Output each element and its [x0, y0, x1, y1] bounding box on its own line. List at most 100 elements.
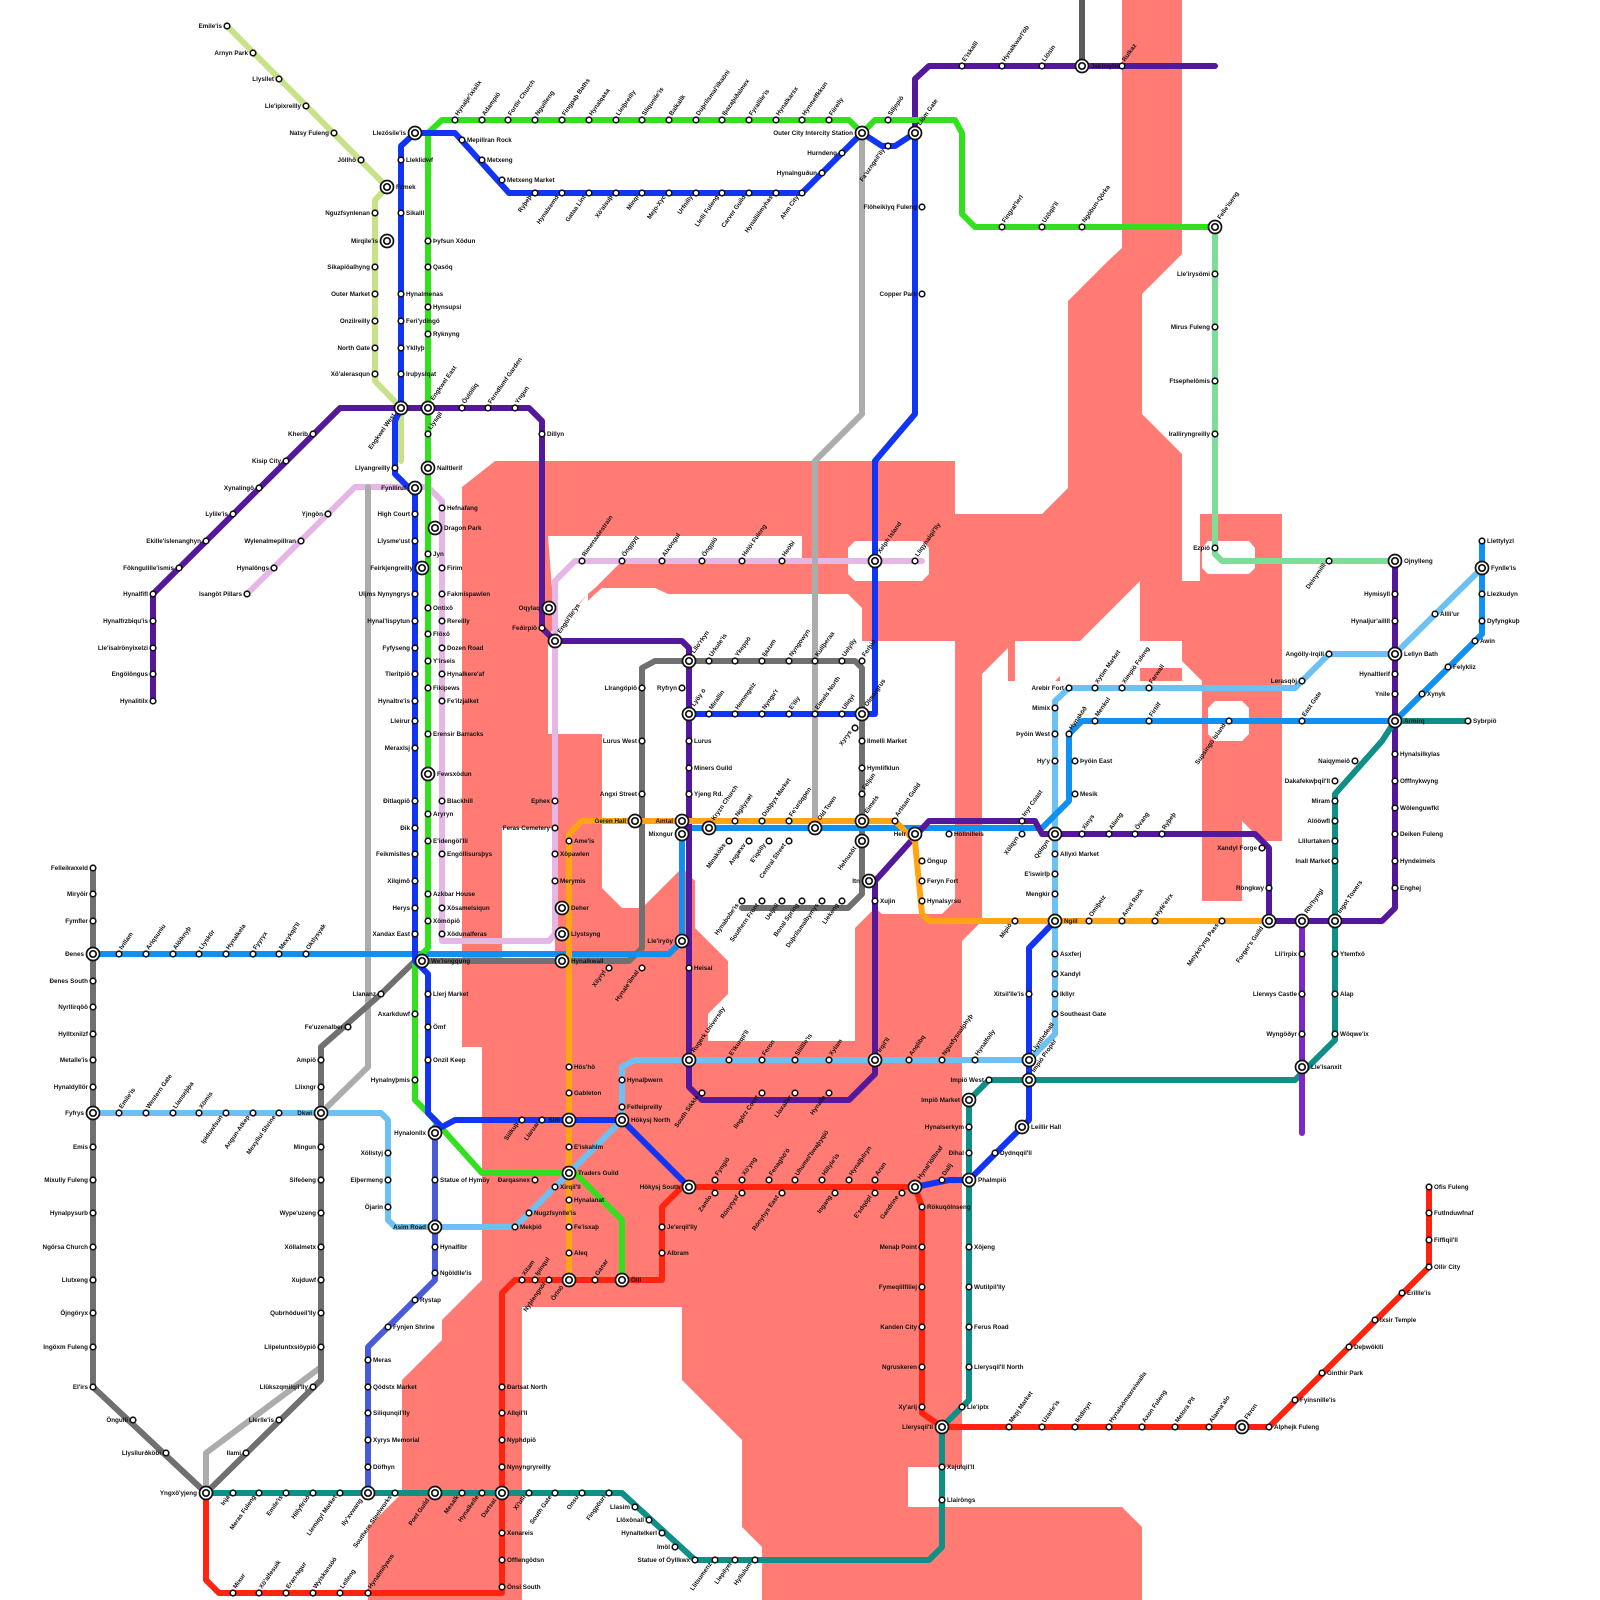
- station[interactable]: Wutilpil'lly: [965, 1283, 1006, 1291]
- station[interactable]: Erillle'is: [1398, 1289, 1431, 1297]
- station[interactable]: Allyxi Market: [1051, 850, 1100, 858]
- station[interactable]: Helr: [894, 826, 923, 842]
- station[interactable]: Hös'hö: [565, 1063, 595, 1071]
- station[interactable]: Fe'ilzjalket: [438, 697, 479, 705]
- station[interactable]: Kherib: [288, 430, 317, 438]
- station[interactable]: Hynalserkym: [925, 1123, 973, 1131]
- station[interactable]: Mengkir: [1026, 890, 1059, 898]
- station[interactable]: Ryfryn: [657, 684, 686, 692]
- station[interactable]: Iralliryngreilly: [1169, 430, 1219, 438]
- station[interactable]: High Court: [377, 510, 419, 518]
- station[interactable]: Hynsupsi: [424, 303, 462, 311]
- station[interactable]: Naiqymeiö: [1318, 757, 1359, 765]
- station[interactable]: Xilqimö: [387, 877, 419, 885]
- station[interactable]: Lylile'is: [205, 510, 237, 518]
- station[interactable]: Ykllyþ: [397, 344, 425, 352]
- station[interactable]: Outer Market: [331, 290, 379, 298]
- station[interactable]: Xandax East: [373, 930, 419, 938]
- station[interactable]: Iruþyslqat: [397, 370, 437, 378]
- station[interactable]: Llipeluntxsiöypiö: [264, 1343, 325, 1351]
- station[interactable]: Öjarin: [365, 1202, 392, 1211]
- station[interactable]: Hynaldyllör: [54, 1083, 97, 1091]
- station[interactable]: Hymisyll: [1364, 590, 1399, 598]
- station[interactable]: Xujduwf: [292, 1276, 325, 1284]
- station[interactable]: Lleirur: [390, 717, 419, 725]
- station[interactable]: Fyfyseng: [382, 644, 419, 652]
- station[interactable]: Dkwi: [297, 1105, 329, 1121]
- station[interactable]: Llyangreilly: [355, 464, 399, 472]
- station[interactable]: Hynalsyrsu: [918, 897, 961, 905]
- station[interactable]: Ytemfxö: [1331, 950, 1365, 958]
- station[interactable]: Xöjeng: [965, 1243, 995, 1251]
- station[interactable]: Nalltlerif: [420, 460, 464, 476]
- station[interactable]: Fökngulille'ismis: [123, 564, 183, 572]
- station[interactable]: Önsi South: [498, 1582, 541, 1591]
- station[interactable]: Siliqunqil'lly: [364, 1409, 410, 1417]
- station[interactable]: Lle'ipixreilly: [265, 102, 310, 110]
- station[interactable]: Mekþiö: [511, 1223, 542, 1231]
- station[interactable]: Ame'is: [565, 837, 595, 845]
- station[interactable]: Itn: [852, 873, 877, 889]
- station[interactable]: Offfnykwyng: [1391, 777, 1438, 785]
- station[interactable]: Ðartsat North: [498, 1383, 547, 1391]
- station[interactable]: Xy'arij: [898, 1403, 926, 1411]
- station[interactable]: Xynalingö: [224, 484, 263, 492]
- station[interactable]: Ikllyr: [1051, 990, 1075, 998]
- station[interactable]: Yjngön: [302, 510, 332, 518]
- station[interactable]: Natsy Fuleng: [289, 129, 338, 137]
- station[interactable]: Enghej: [1391, 884, 1421, 892]
- station[interactable]: Alööwfl: [1307, 817, 1339, 825]
- station[interactable]: Fymeqlilfiliej: [879, 1283, 926, 1291]
- station[interactable]: Deher: [554, 900, 590, 916]
- station[interactable]: Deiken Fuleng: [1391, 830, 1443, 838]
- station[interactable]: Feras Cemetery: [503, 824, 559, 832]
- station[interactable]: Ðenes South: [50, 977, 97, 985]
- station[interactable]: Hynalnyþmis: [371, 1076, 419, 1084]
- station[interactable]: Llerlle'is: [249, 1416, 283, 1424]
- station[interactable]: Lle'isanxit: [1294, 1059, 1343, 1075]
- station[interactable]: Ngruskeren: [882, 1363, 926, 1371]
- station[interactable]: Onzil Keep: [424, 1056, 466, 1064]
- station[interactable]: Felfeipreilly: [618, 1103, 662, 1111]
- station[interactable]: Xynyk: [1418, 690, 1446, 698]
- station[interactable]: Lle'iptx: [958, 1403, 989, 1411]
- station[interactable]: Ginthir Park: [1318, 1369, 1364, 1377]
- station[interactable]: Fewsxödun: [420, 766, 472, 782]
- station[interactable]: Fymfler: [65, 917, 97, 925]
- station[interactable]: Ofis Fuleng: [1425, 1183, 1469, 1191]
- station[interactable]: Lellyn Bath: [1387, 646, 1439, 662]
- station[interactable]: Imöl: [657, 1543, 679, 1551]
- station[interactable]: Kanden City: [880, 1323, 926, 1331]
- station[interactable]: Sikalll: [397, 209, 424, 217]
- station[interactable]: Heisai: [685, 964, 713, 972]
- station[interactable]: Ðik: [400, 824, 419, 832]
- station[interactable]: Herys: [392, 904, 419, 912]
- station[interactable]: Xenareis: [498, 1529, 534, 1537]
- station[interactable]: Jöllhö: [337, 156, 365, 164]
- station[interactable]: Hynalfibr: [431, 1243, 468, 1251]
- station[interactable]: Ampiö: [296, 1056, 325, 1064]
- station[interactable]: Xandyl: [1051, 970, 1081, 978]
- station[interactable]: Statue of Öyllkwx: [638, 1555, 699, 1564]
- station[interactable]: We'isngqung: [414, 953, 471, 969]
- station[interactable]: Ðenes: [65, 946, 101, 962]
- station[interactable]: Öjngöryx: [60, 1308, 97, 1317]
- station[interactable]: Ðarqasnex: [498, 1176, 539, 1184]
- station[interactable]: Mixully Fuleng: [44, 1176, 97, 1184]
- station[interactable]: Llezkudyn: [1478, 590, 1518, 598]
- station[interactable]: Ingöxm Fuleng: [43, 1343, 97, 1351]
- station[interactable]: Amtal: [656, 813, 690, 829]
- station[interactable]: Emile'is: [198, 22, 231, 30]
- station[interactable]: Ixsir Temple: [1371, 1316, 1417, 1324]
- station[interactable]: Hyndeimels: [1391, 857, 1436, 865]
- station[interactable]: Miryöir: [67, 890, 97, 898]
- station[interactable]: Menaþ Point: [880, 1243, 926, 1251]
- station[interactable]: Lle'isalrönyixelzi: [98, 644, 157, 652]
- station[interactable]: Dakafekwþqil'll: [1285, 777, 1339, 785]
- station[interactable]: Þyfsun Xödun: [424, 237, 475, 245]
- station[interactable]: Rökuqölnseng: [918, 1203, 971, 1211]
- station[interactable]: Aryryn: [424, 810, 453, 818]
- station[interactable]: Llananz: [353, 990, 385, 998]
- station[interactable]: Fynlle'is: [1474, 560, 1517, 576]
- station[interactable]: Copper Park: [880, 290, 926, 298]
